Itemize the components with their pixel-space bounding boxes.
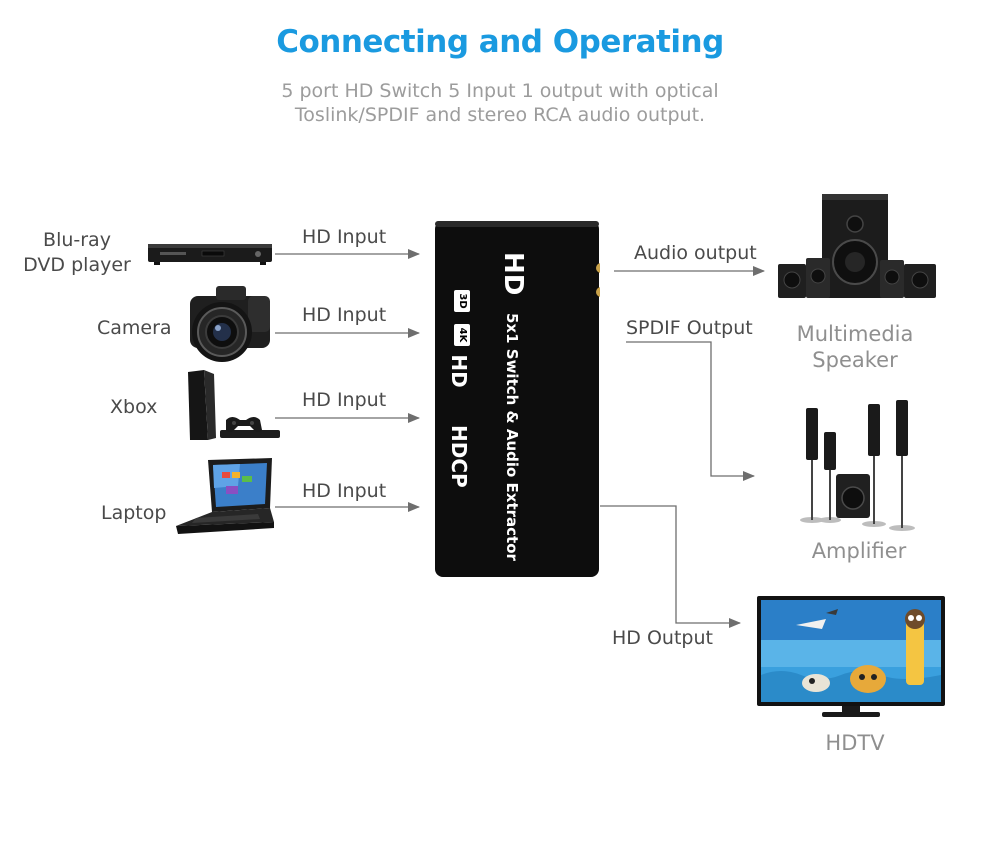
camera-icon bbox=[190, 286, 270, 362]
badge-3d-text: 3D bbox=[454, 290, 470, 312]
target-label-speaker: Multimedia Speaker bbox=[780, 321, 930, 373]
target-label-speaker-line2: Speaker bbox=[812, 348, 898, 372]
source-label-camera: Camera bbox=[97, 317, 172, 339]
rca-jack-1 bbox=[596, 263, 600, 273]
speaker-system-icon bbox=[778, 194, 936, 298]
subtitle-line-1: 5 port HD Switch 5 Input 1 output with o… bbox=[281, 80, 719, 102]
dvd-player-icon bbox=[148, 244, 272, 265]
hdcp-mark-text: HDCP bbox=[447, 425, 471, 488]
source-label-bluray-line2: DVD player bbox=[23, 254, 131, 276]
badge-4k: 4K bbox=[448, 324, 470, 346]
badge-hd-text: HD bbox=[447, 354, 471, 388]
badge-4k-text: 4K bbox=[454, 324, 470, 346]
wire-spdif-output bbox=[626, 341, 755, 481]
page-title: Connecting and Operating bbox=[276, 24, 724, 60]
hd-input-label-4: HD Input bbox=[302, 480, 387, 502]
audio-output-label: Audio output bbox=[634, 242, 757, 264]
target-label-hdtv: HDTV bbox=[825, 731, 885, 755]
source-label-laptop: Laptop bbox=[101, 502, 167, 524]
hd-input-label-1: HD Input bbox=[302, 226, 387, 248]
amplifier-speakers-icon bbox=[800, 400, 915, 531]
subtitle-line-2: Toslink/SPDIF and stereo RCA audio outpu… bbox=[294, 104, 706, 126]
badge-3d: 3D bbox=[448, 290, 470, 312]
game-console-icon bbox=[188, 370, 280, 440]
switch-device-body bbox=[435, 221, 600, 577]
hdtv-icon bbox=[757, 596, 945, 717]
device-name: 5x1 Switch & Audio Extractor bbox=[501, 313, 523, 561]
device-logo-hd: HD bbox=[498, 252, 528, 296]
rca-jack-2 bbox=[596, 287, 600, 297]
laptop-icon bbox=[176, 458, 274, 534]
switch-device: HD 3D 4K HD HDCP 5x1 Switch & Audio Extr… bbox=[434, 220, 600, 578]
hd-output-label: HD Output bbox=[612, 627, 713, 649]
source-label-bluray-line1: Blu-ray bbox=[43, 229, 111, 251]
target-label-amplifier: Amplifier bbox=[811, 539, 907, 563]
spdif-output-label: SPDIF Output bbox=[626, 317, 753, 339]
target-label-speaker-line1: Multimedia bbox=[796, 322, 914, 346]
hd-input-label-3: HD Input bbox=[302, 389, 387, 411]
device-name-text: 5x1 Switch & Audio Extractor bbox=[503, 313, 521, 561]
source-label-xbox: Xbox bbox=[110, 396, 158, 418]
wire-hd-output bbox=[600, 505, 741, 628]
hdcp-mark: HDCP bbox=[445, 425, 473, 488]
hd-input-label-2: HD Input bbox=[302, 304, 387, 326]
source-label-bluray: Blu-ray DVD player bbox=[14, 228, 140, 278]
device-logo-hd-text: HD bbox=[498, 252, 528, 296]
badge-hd: HD bbox=[444, 354, 474, 388]
